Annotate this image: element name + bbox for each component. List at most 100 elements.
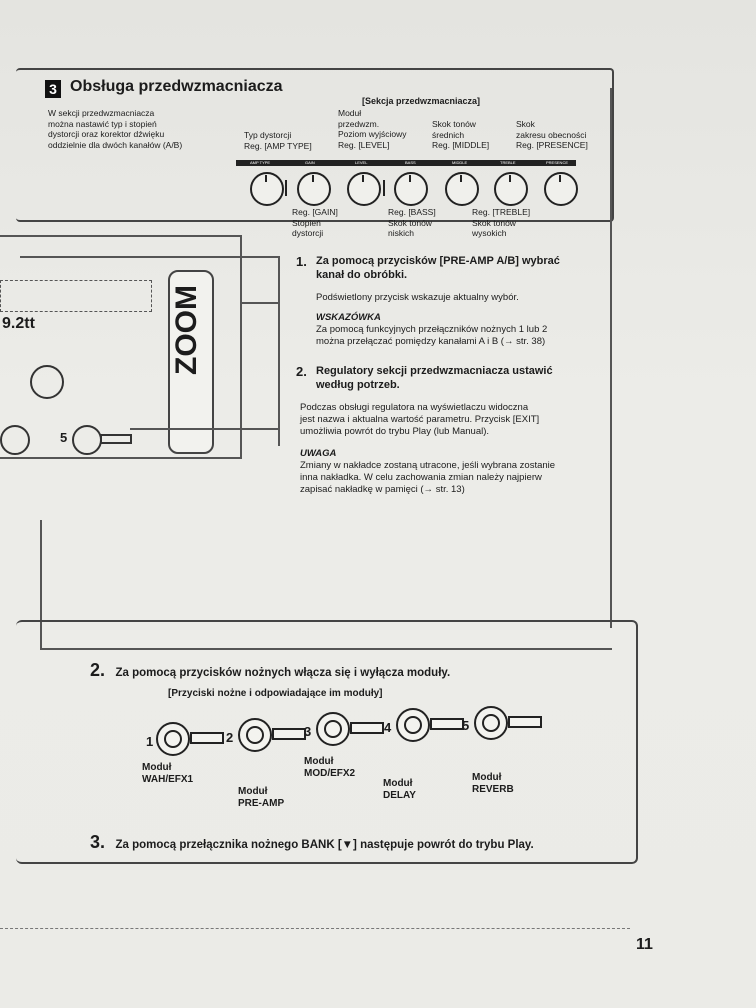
note-line: zapisać nakładkę w pamięci (→ str. 13) <box>300 484 465 495</box>
label-line: Reg. [LEVEL] <box>338 139 390 150</box>
connector-line <box>20 256 280 258</box>
pedal-label-line: MOD/EFX2 <box>304 768 356 779</box>
knob-label-strip <box>236 160 576 166</box>
separator <box>383 180 385 196</box>
note-heading: UWAGA <box>300 448 337 459</box>
label-line: Skok tonów <box>472 217 516 228</box>
label-treble: Reg. [TREBLE] Skok tonów wysokich <box>472 207 530 239</box>
step-body: Podświetlony przycisk wskazuje aktualny … <box>316 292 519 303</box>
step-text: Za pomocą przełącznika nożnego BANK [▼] … <box>115 839 534 851</box>
presence-knob[interactable] <box>544 172 578 206</box>
step-title: Regulatory sekcji przedwzmacniacza ustaw… <box>316 364 606 392</box>
section-title: Obsługa przedwzmacniacza <box>70 78 283 95</box>
device-brand: ZOOM <box>170 285 203 375</box>
footswitch-5[interactable] <box>474 706 508 740</box>
label-line: Reg. [AMP TYPE] <box>244 140 312 151</box>
pedal-label-line: DELAY <box>383 790 416 801</box>
pedal-label-line: Moduł <box>383 778 413 789</box>
connector-line <box>278 256 280 446</box>
pedal-label-line: REVERB <box>472 784 514 795</box>
middle-knob[interactable] <box>445 172 479 206</box>
footswitch-4[interactable] <box>396 708 430 742</box>
label-line: średnich <box>432 129 465 140</box>
footswitch-icon <box>0 425 30 455</box>
panel-heading: [Sekcja przedwzmacniacza] <box>362 96 481 106</box>
body-line: umożliwia powrót do trybu Play (lub Manu… <box>300 426 490 437</box>
step-title: Za pomocą przycisków [PRE-AMP A/B] wybra… <box>316 254 606 282</box>
device-illustration: 9.2tt ZOOM 5 <box>0 225 270 525</box>
main-step-3: 3. Za pomocą przełącznika nożnego BANK [… <box>90 832 534 853</box>
note-heading: WSKAZÓWKA <box>316 312 381 323</box>
pedal-label-line: Moduł <box>142 762 172 773</box>
led-icon <box>100 434 132 444</box>
note-line: Zmiany w nakładce zostaną utracone, jeśl… <box>300 460 556 471</box>
label-gain: Reg. [GAIN] Stopień dystorcji <box>292 207 338 239</box>
pedal-label-line: Moduł <box>238 786 268 797</box>
label-amp-type: Typ dystorcji Reg. [AMP TYPE] <box>244 130 312 151</box>
step-title-line: Regulatory sekcji przedwzmacniacza ustaw… <box>316 365 553 377</box>
level-knob[interactable] <box>347 172 381 206</box>
pedal-label: Moduł MOD/EFX2 <box>304 756 355 780</box>
label-line: wysokich <box>472 228 507 238</box>
device-display: 9.2tt <box>2 315 35 332</box>
footswitch-icon <box>72 425 102 455</box>
connector-line <box>130 428 280 430</box>
step-title-line: kanał do obróbki. <box>316 269 408 281</box>
page-number: 11 <box>636 936 653 953</box>
footswitch-3[interactable] <box>316 712 350 746</box>
body-line: Podczas obsługi regulatora na wyświetlac… <box>300 402 529 413</box>
pedal-number: 2 <box>226 730 234 745</box>
label-level: Moduł przedwzm. Poziom wyjściowy Reg. [L… <box>338 108 407 150</box>
pedal-number: 3 <box>304 724 312 739</box>
amp-type-knob[interactable] <box>250 172 284 206</box>
strip-label: TREBLE <box>500 160 516 165</box>
label-line: Skok tonów <box>388 217 432 228</box>
note-body: Zmiany w nakładce zostaną utracone, jeśl… <box>300 460 610 496</box>
label-line: Reg. [BASS] <box>388 207 436 217</box>
led-icon <box>508 716 542 728</box>
note-line: Za pomocą funkcyjnych przełączników nożn… <box>316 324 548 335</box>
step-number: 3. <box>90 832 106 852</box>
pedal-label-line: Moduł <box>472 772 502 783</box>
device-pedal-number: 5 <box>60 430 68 445</box>
gain-knob[interactable] <box>297 172 331 206</box>
section-intro: W sekcji przedwzmacniacza można nastawić… <box>48 108 228 150</box>
pedal-label-line: PRE-AMP <box>238 798 285 809</box>
pedal-number: 1 <box>146 734 154 749</box>
strip-label: MIDDLE <box>452 160 468 165</box>
footswitch-2[interactable] <box>238 718 272 752</box>
treble-knob[interactable] <box>494 172 528 206</box>
bass-knob[interactable] <box>394 172 428 206</box>
pedal-label-line: WAH/EFX1 <box>142 774 194 785</box>
section-number: 3 <box>45 80 61 98</box>
intro-line: W sekcji przedwzmacniacza <box>48 108 155 118</box>
led-icon <box>350 722 384 734</box>
body-line: jest nazwa i aktualna wartość parametru.… <box>300 414 540 425</box>
label-line: zakresu obecności <box>516 129 587 140</box>
intro-line: dystorcji oraz korektor dźwięku <box>48 129 165 139</box>
footer-rule <box>0 928 630 929</box>
label-line: niskich <box>388 228 414 238</box>
label-bass: Reg. [BASS] Skok tonów niskich <box>388 207 436 239</box>
step-title-line: Za pomocą przycisków [PRE-AMP A/B] wybra… <box>316 255 560 267</box>
device-body <box>0 235 242 459</box>
note-body: Za pomocą funkcyjnych przełączników nożn… <box>316 324 616 348</box>
pedal-number: 4 <box>384 720 392 735</box>
label-middle: Skok tonów średnich Reg. [MIDDLE] <box>432 119 489 151</box>
label-line: Reg. [MIDDLE] <box>432 140 490 150</box>
connector-line <box>40 520 42 650</box>
pedal-label: Moduł DELAY <box>383 778 416 802</box>
strip-label: LEVEL <box>355 160 368 165</box>
separator <box>285 180 287 196</box>
led-icon <box>272 728 306 740</box>
pedal-label-line: Moduł <box>304 756 334 767</box>
button-row <box>0 280 152 312</box>
pedal-label: Moduł REVERB <box>472 772 514 796</box>
led-icon <box>190 732 224 744</box>
footswitch-heading: [Przyciski nożne i odpowiadające im modu… <box>168 688 383 699</box>
label-line: Reg. [PRESENCE] <box>516 140 588 150</box>
footswitch-1[interactable] <box>156 722 190 756</box>
step-body: Podczas obsługi regulatora na wyświetlac… <box>300 402 610 438</box>
section-frame <box>16 68 614 222</box>
